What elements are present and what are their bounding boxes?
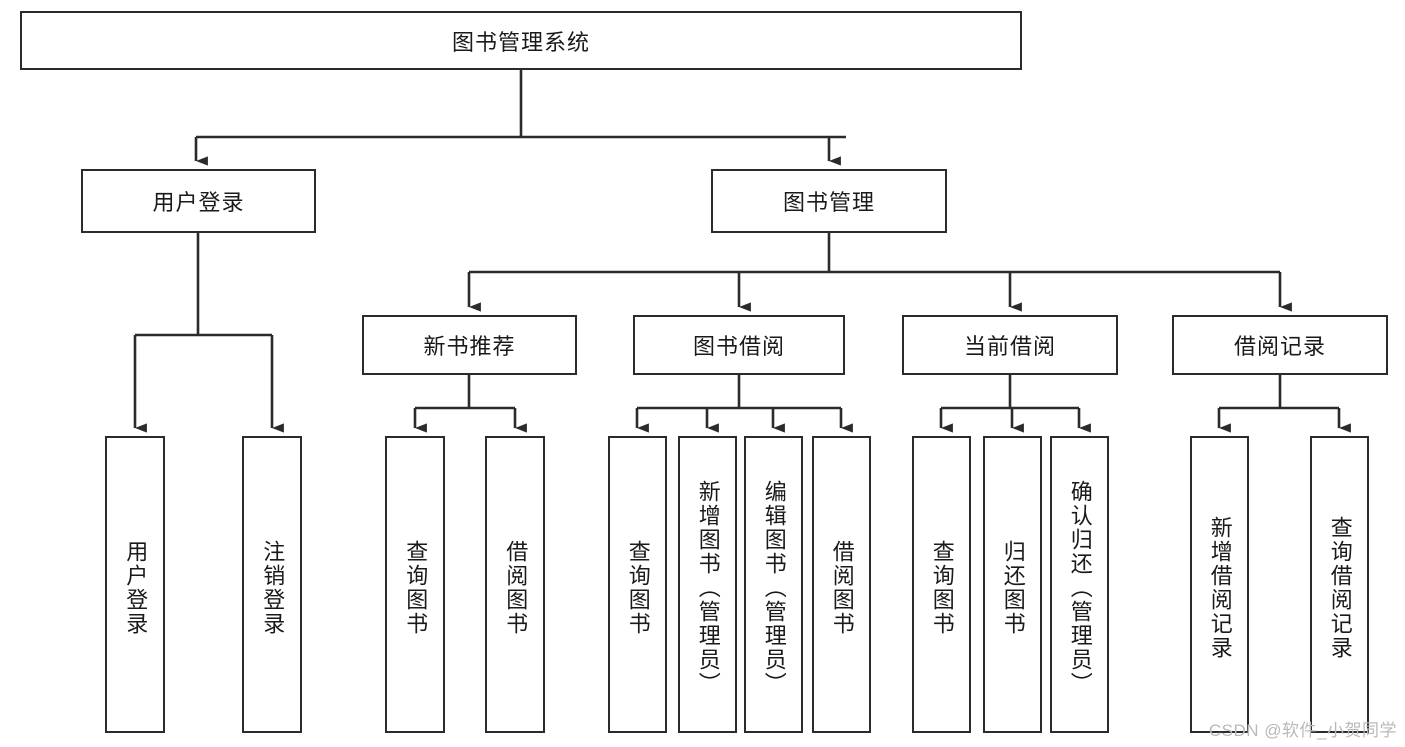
node-current-borrow-label: 当前借阅 [963,334,1056,359]
node-leaf-add-record[interactable]: 新增借阅记录 [1190,436,1249,733]
node-new-book-rec[interactable]: 新书推荐 [362,315,577,375]
node-leaf-logout[interactable]: 注销登录 [242,436,302,733]
node-leaf-edit-book-label: 编辑图书（管理员） [761,479,787,696]
node-leaf-query-book-3[interactable]: 查询图书 [912,436,971,733]
node-book-manage-label: 图书管理 [782,190,875,215]
node-leaf-query-record[interactable]: 查询借阅记录 [1310,436,1369,733]
node-current-borrow[interactable]: 当前借阅 [902,315,1118,375]
node-leaf-borrow-book-1-label: 借阅图书 [503,539,529,636]
node-leaf-query-book-1-label: 查询图书 [403,539,429,636]
node-leaf-user-login[interactable]: 用户登录 [105,436,165,733]
node-leaf-return-book[interactable]: 归还图书 [983,436,1042,733]
node-leaf-query-book-1[interactable]: 查询图书 [385,436,445,733]
node-leaf-edit-book[interactable]: 编辑图书（管理员） [744,436,803,733]
node-root-label: 图书管理系统 [451,29,590,55]
node-leaf-confirm-return-label: 确认归还（管理员） [1067,479,1093,696]
node-leaf-borrow-book-1[interactable]: 借阅图书 [485,436,545,733]
node-leaf-confirm-return[interactable]: 确认归还（管理员） [1050,436,1109,733]
node-leaf-add-book[interactable]: 新增图书（管理员） [678,436,737,733]
node-root[interactable]: 图书管理系统 [20,11,1022,70]
csdn-watermark: CSDN @软件_小贺同学 [1208,721,1397,740]
node-user-login[interactable]: 用户登录 [81,169,316,233]
node-borrow-record[interactable]: 借阅记录 [1172,315,1388,375]
node-leaf-user-login-label: 用户登录 [123,539,149,636]
node-new-book-rec-label: 新书推荐 [423,334,516,359]
node-leaf-query-record-label: 查询借阅记录 [1327,515,1353,660]
node-leaf-add-record-label: 新增借阅记录 [1207,515,1233,660]
node-leaf-query-book-3-label: 查询图书 [929,539,955,636]
node-book-borrow-label: 图书借阅 [692,334,785,359]
node-book-manage[interactable]: 图书管理 [711,169,947,233]
node-leaf-query-book-2-label: 查询图书 [625,539,651,636]
node-book-borrow[interactable]: 图书借阅 [633,315,845,375]
node-leaf-borrow-book-2-label: 借阅图书 [829,539,855,636]
node-leaf-return-book-label: 归还图书 [1000,539,1026,636]
node-user-login-label: 用户登录 [152,190,245,215]
node-leaf-borrow-book-2[interactable]: 借阅图书 [812,436,871,733]
node-leaf-query-book-2[interactable]: 查询图书 [608,436,667,733]
node-leaf-logout-label: 注销登录 [260,539,286,636]
node-borrow-record-label: 借阅记录 [1233,334,1326,359]
node-leaf-add-book-label: 新增图书（管理员） [695,479,721,696]
